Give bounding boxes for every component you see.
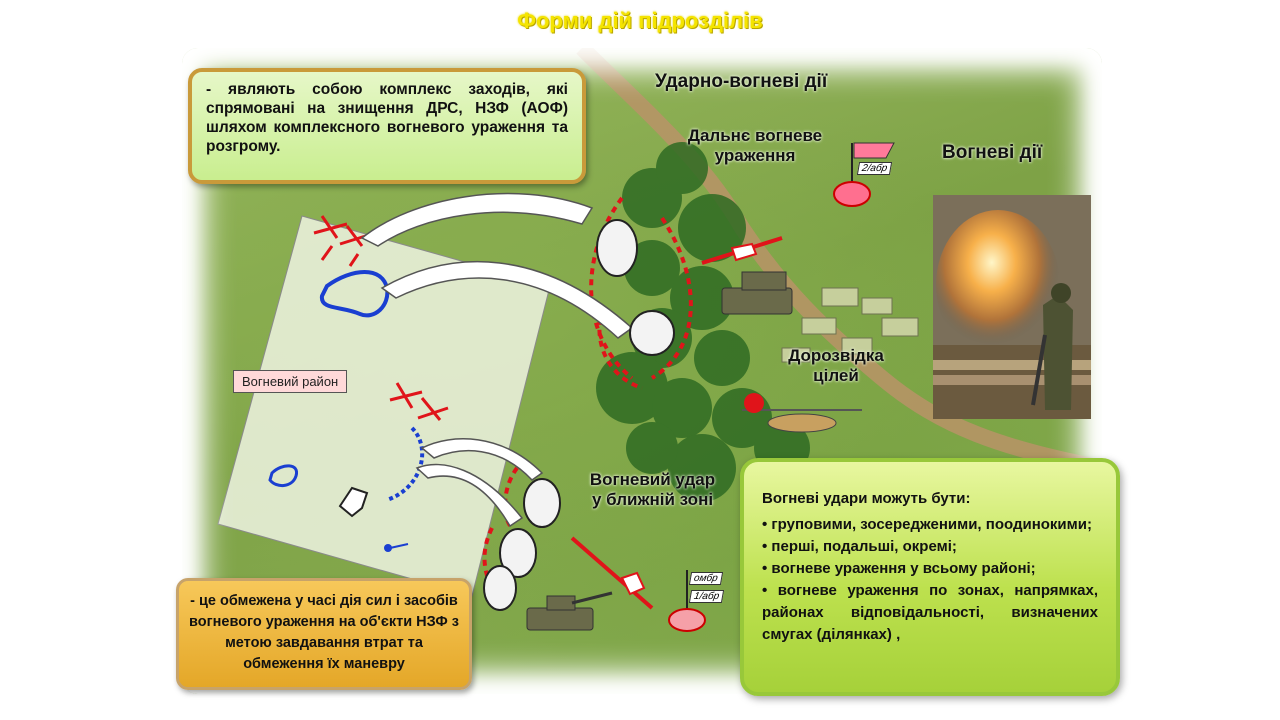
fire-strike-type-item: • вогневе ураження у всьому районі; — [762, 560, 1036, 577]
label-recon-line2: цілей — [813, 366, 859, 385]
label-near-strike-line1: Вогневий удар — [589, 470, 716, 489]
map-drawing — [217, 48, 1102, 632]
artillery-positions — [483, 219, 675, 611]
slide-title: Форми дій підрозділів — [517, 8, 763, 33]
unit-tag-top: 2/абр — [856, 162, 893, 175]
helicopter — [742, 409, 862, 433]
target-marker — [338, 486, 369, 518]
label-strike-fire: Ударно-вогневі дії — [655, 71, 828, 92]
label-fire-area: Вогневий район — [233, 370, 348, 393]
label-fire-actions: Вогневі дії — [942, 142, 1043, 163]
fire-strike-type-item: • груповими, зосередженими, поодинокими; — [762, 516, 1092, 533]
near-strike-symbol — [620, 571, 646, 596]
unit-tag-bottom-2: 1/абр — [688, 590, 725, 603]
definition-fire-strike: - це обмежена у часі дія сил і засобів в… — [176, 578, 472, 690]
mortar-photo — [933, 195, 1091, 419]
fire-strike-types: Вогневі удари можуть бути: • груповими, … — [740, 458, 1120, 696]
definition-strike-fire: - являють собою комплекс заходів, які сп… — [188, 68, 586, 184]
mortar-photo-drawing — [933, 195, 1091, 419]
pointer-blue-dot — [384, 544, 392, 552]
vehicles — [526, 271, 793, 631]
label-long-range: Дальнє вогневе ураження — [660, 126, 850, 166]
label-long-range-line1: Дальнє вогневе — [687, 126, 823, 145]
fire-strike-types-lead: Вогневі удари можуть бути: — [762, 490, 971, 507]
friendly-position-2 — [268, 464, 299, 487]
friendly-arc — [386, 426, 425, 502]
label-recon-line1: Дорозвідка — [788, 346, 884, 365]
strike-symbol — [730, 242, 758, 262]
near-strike-line — [570, 536, 654, 610]
unit-flag-top — [833, 142, 895, 207]
fire-strike-type-item: • вогневе ураження по зонах, напрямках, … — [762, 582, 1098, 643]
label-recon: Дорозвідка цілей — [776, 346, 896, 386]
pointer-blue — [389, 543, 409, 549]
label-long-range-line2: ураження — [714, 146, 796, 165]
attack-arrows — [360, 192, 634, 528]
fire-strike-type-item: • перші, подальші, окремі; — [762, 538, 957, 555]
label-near-strike-line2: у ближній зоні — [591, 490, 714, 509]
unit-flag-bottom — [668, 570, 706, 632]
label-near-strike: Вогневий удар у ближній зоні — [575, 470, 730, 510]
friendly-position-1 — [319, 270, 390, 318]
road — [576, 48, 1102, 476]
village — [781, 287, 919, 363]
recon-marker — [744, 393, 764, 413]
unit-tag-bottom-1: омбр — [688, 572, 723, 585]
